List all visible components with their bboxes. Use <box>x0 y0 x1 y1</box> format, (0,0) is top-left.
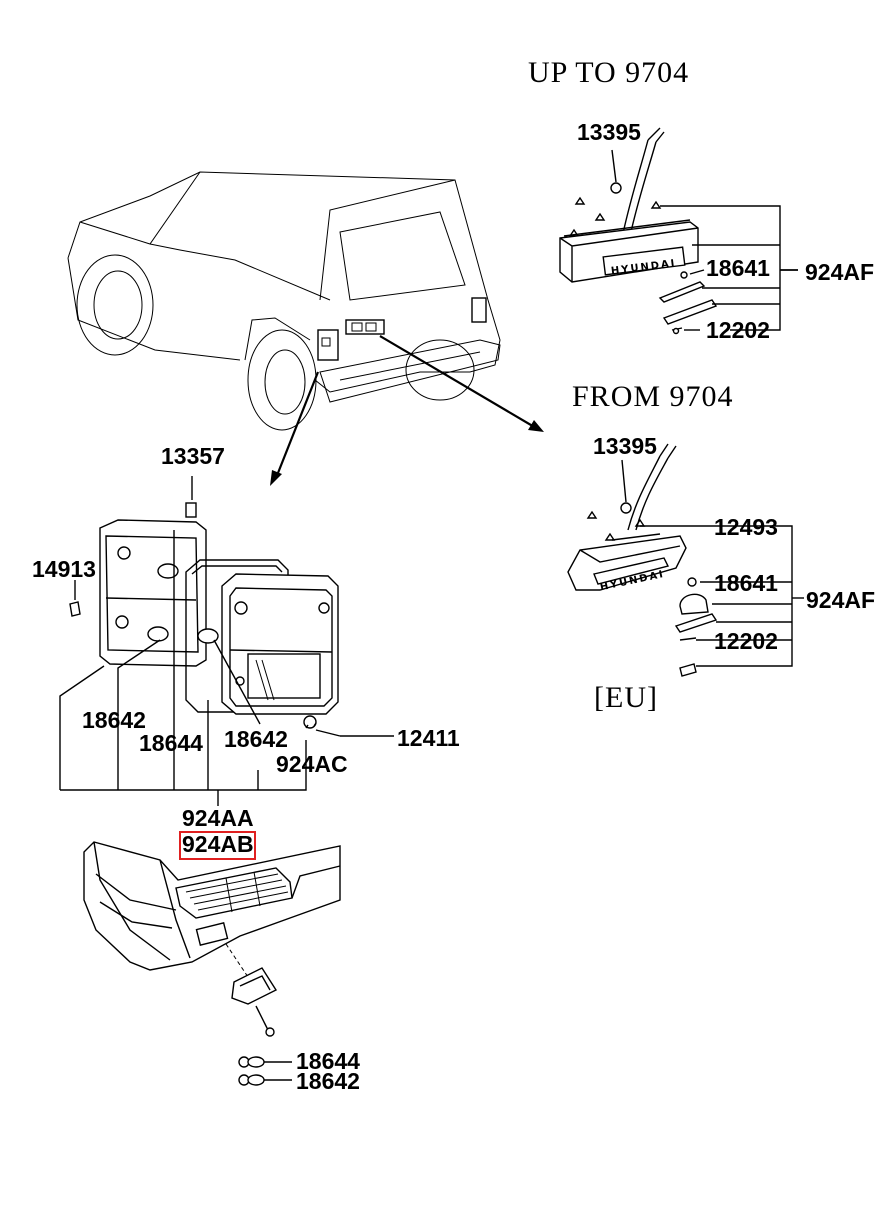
vehicle-tail-lamp-left <box>317 329 339 361</box>
label-18644-mid: 18644 <box>139 730 203 756</box>
rear-bumper <box>83 841 341 1037</box>
leader-lines-rear-lamp <box>59 476 394 806</box>
label-12202-bottom: 12202 <box>714 628 778 654</box>
label-13395-bottom: 13395 <box>593 433 657 459</box>
bulbs-bottom <box>238 1056 292 1086</box>
label-18642-left: 18642 <box>82 707 146 733</box>
highlight-box-924ab <box>179 831 256 860</box>
label-12202-top: 12202 <box>706 317 770 343</box>
label-924af-bottom: 924AF <box>806 587 875 613</box>
label-14913: 14913 <box>32 556 96 582</box>
header-up-to-9704: UP TO 9704 <box>528 56 689 89</box>
label-924ac: 924AC <box>276 751 348 777</box>
header-from-9704: FROM 9704 <box>572 380 734 413</box>
label-18642-mid: 18642 <box>224 726 288 752</box>
label-18644-bottom: 18644 <box>296 1048 360 1074</box>
license-lamp-old: HYUNDAI <box>559 127 718 335</box>
label-12411: 12411 <box>397 725 460 751</box>
label-18641-top: 18641 <box>706 255 770 281</box>
license-lamp-new: HYUNDAI <box>567 443 718 677</box>
leader-lines-new <box>621 459 804 667</box>
pointer-arrows <box>270 335 544 486</box>
vehicle-sketch <box>67 171 501 431</box>
label-13357: 13357 <box>161 443 225 469</box>
label-12493: 12493 <box>714 514 778 540</box>
vehicle-tail-lamp-right <box>471 297 487 323</box>
label-13395-top: 13395 <box>577 119 641 145</box>
rear-lamp-small-parts <box>69 502 341 737</box>
label-924ab: 924AB <box>182 831 254 857</box>
rear-combination-lamp <box>99 519 339 715</box>
label-924aa: 924AA <box>182 805 254 831</box>
label-924af-top: 924AF <box>805 259 874 285</box>
label-18641-bottom: 18641 <box>714 570 778 596</box>
header-eu: [EU] <box>594 681 658 714</box>
label-18642-bottom: 18642 <box>296 1068 360 1094</box>
